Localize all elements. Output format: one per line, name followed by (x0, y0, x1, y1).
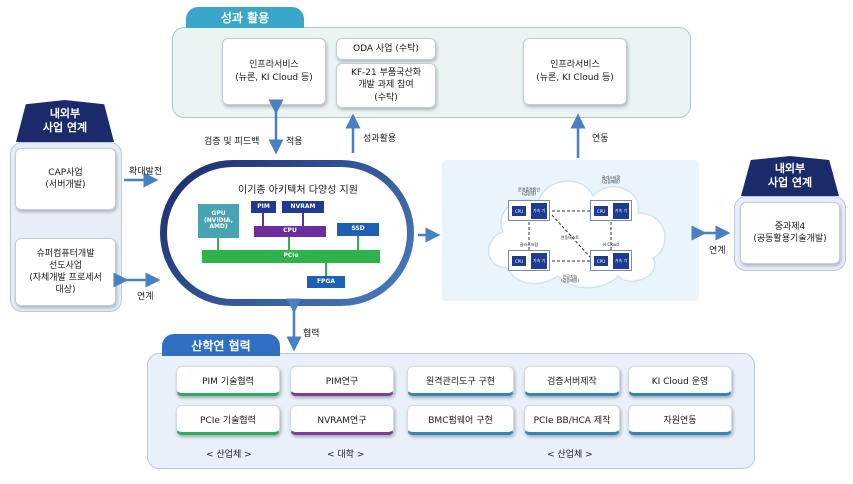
left-link-badge: 내외부 사업 연계 (16, 100, 114, 142)
pim-connector (262, 213, 264, 226)
cloud-node-ml: CPU 가속 기 (508, 250, 550, 271)
cpu-chip: CPU (254, 226, 326, 237)
fpga-chip: FPGA (307, 276, 345, 288)
cloud-node-tl: CPU 가속 기 (508, 200, 550, 221)
outcome-title: 성과 활용 (186, 7, 304, 28)
industry-label-2: < 산업체 > (547, 450, 593, 460)
cpu-mini-tr: CPU (594, 206, 608, 216)
acc-mini-tl: 가속 기 (531, 203, 547, 219)
nvram-chip: NVRAM (282, 201, 324, 213)
cap-box: CAP사업 (서버개발) (15, 148, 116, 210)
cloud-node-tr: CPU 가속 기 (590, 200, 632, 221)
nvram-connector (302, 213, 304, 226)
cloud-bottom-label: 인공지능 (검증예정) (561, 274, 579, 284)
pim-chip: PIM (251, 201, 276, 213)
pcie-tech-coop: PCIe 기술협력 (176, 405, 280, 435)
architecture-title: 이기종 아키텍처 다양성 지원 (238, 185, 358, 196)
ssd-connector (357, 236, 359, 250)
ki-cloud-operation: KI Cloud 운영 (628, 366, 732, 396)
cloud-links (528, 210, 612, 262)
gpu-chip: GPU (NVIDIA, AMD) (198, 204, 239, 238)
outcome-label: 성과활용 (363, 134, 397, 144)
acc-mini-tr: 가속 기 (613, 203, 629, 219)
supercomputer-box: 슈퍼컴퓨터개발 선도사업 (자체개발 프로세서 대상) (15, 238, 116, 306)
right-link-badge: 내외부 사업 연계 (741, 156, 839, 196)
acc-mini-mr: 가속 기 (613, 253, 629, 269)
gpu-connector (217, 238, 219, 250)
link-left-label: 연계 (137, 292, 154, 302)
cpu-connector (288, 237, 290, 250)
pim-research: PIM연구 (290, 366, 394, 396)
cpu-mini-ml: CPU (512, 256, 526, 266)
oda-box: ODA 사업 (수탁) (336, 38, 436, 60)
cpu-mini-tl: CPU (512, 206, 526, 216)
remote-mgmt-tool: 원격관리도구 구현 (407, 366, 514, 396)
link-top-label: 연동 (592, 134, 609, 144)
pcie-bb-hca-build: PCIe BB/HCA 제작 (524, 405, 620, 435)
coop-label: 협력 (303, 329, 320, 339)
apply-label: 적용 (286, 137, 303, 147)
pim-tech-coop: PIM 기술협력 (176, 366, 280, 396)
kf21-box: KF-21 부품국산화 개발 과제 참여 (수탁) (336, 63, 436, 108)
cpu-mini-mr: CPU (594, 256, 608, 266)
pcie-bus: PCIe (202, 250, 380, 263)
cloud-node-label-tl: 운영플랫폼인 (검증용) (517, 187, 541, 197)
acc-mini-ml: 가속 기 (531, 253, 547, 269)
cloud-node-label-mr: H Cloud (603, 242, 619, 247)
subtask4-box: 중과제4 (공동활용기술개발) (740, 202, 840, 264)
fpga-connector (325, 263, 327, 276)
cloud-node-label-tr: 클러스터합 (검증예정) (601, 175, 621, 185)
infra-service-box-left: 인프라서비스 (뉴론, KI Cloud 등) (222, 38, 326, 105)
cloud-center-label: 연동테스트 (560, 235, 580, 240)
ssd-chip: SSD (337, 223, 379, 236)
verify-feedback-label: 검증 및 피드백 (204, 137, 260, 147)
resource-link: 자원연동 (628, 405, 732, 435)
industry-label-1: < 산업체 > (206, 450, 252, 460)
nvram-research: NVRAM연구 (290, 405, 394, 435)
expand-label: 확대발전 (129, 167, 163, 177)
cloud-node-mr: CPU 가속 기 (590, 250, 632, 271)
link-right-label: 연계 (709, 246, 726, 256)
infra-service-box-right: 인프라서비스 (뉴론, KI Cloud 등) (523, 38, 627, 105)
industry-academia-title: 산학연 협력 (162, 334, 280, 356)
bmc-firmware: BMC펌웨어 구현 (407, 405, 514, 435)
university-label: < 대학 > (327, 450, 365, 460)
verify-server-build: 검증서버제작 (524, 366, 620, 396)
